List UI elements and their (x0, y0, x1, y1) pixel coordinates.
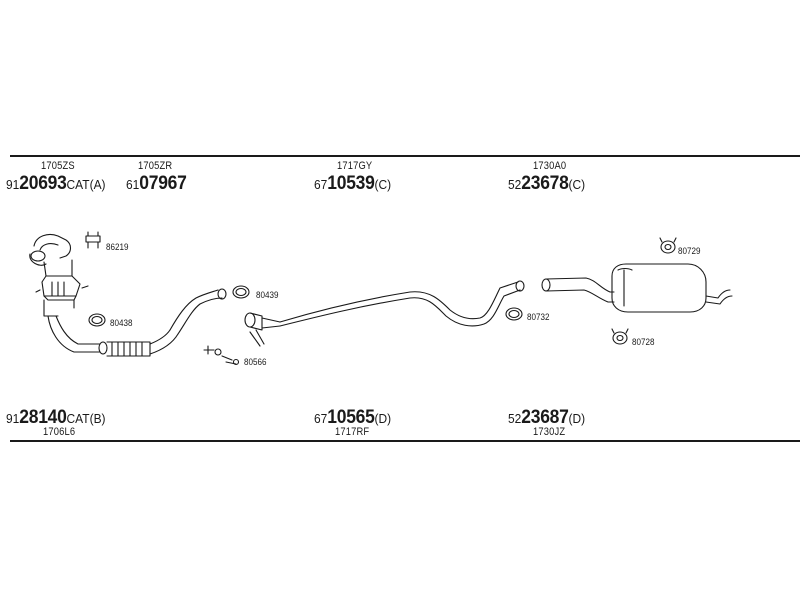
rubber-mount-80728 (611, 328, 629, 345)
part-prefix: 52 (508, 411, 522, 426)
catalytic-converter-b (47, 315, 179, 357)
catalytic-converter-a (29, 233, 89, 317)
part-prefix: 91 (6, 177, 20, 192)
oem-code-1705zs: 1705ZS (41, 160, 75, 172)
part-number-28140: 9128140CAT(B) (6, 407, 106, 429)
fitting-label-80732: 80732 (527, 312, 550, 323)
fitting-label-80566: 80566 (244, 357, 267, 368)
fitting-label-80728: 80728 (632, 337, 655, 348)
part-suffix: (D) (374, 411, 392, 426)
part-main: 07967 (139, 173, 187, 194)
oem-code-1717gy: 1717GY (337, 160, 373, 172)
part-prefix: 67 (314, 177, 328, 192)
part-suffix: (D) (568, 411, 586, 426)
part-suffix: (C) (568, 177, 586, 192)
part-number-07967: 6107967 (126, 173, 187, 195)
top-divider (10, 155, 800, 157)
part-main: 23687 (521, 407, 569, 428)
part-main: 28140 (19, 407, 67, 428)
fitting-label-86219: 86219 (106, 242, 129, 253)
part-number-10565: 6710565(D) (314, 407, 391, 429)
clamp-80439 (232, 285, 250, 299)
part-prefix: 91 (6, 411, 20, 426)
part-prefix: 61 (126, 177, 140, 192)
oem-code-1730a0: 1730A0 (533, 160, 567, 172)
part-number-23678: 5223678(C) (508, 173, 585, 195)
oem-code-1705zr: 1705ZR (138, 160, 173, 172)
part-main: 20693 (19, 173, 67, 194)
fitting-label-80439: 80439 (256, 290, 279, 301)
part-prefix: 67 (314, 411, 328, 426)
part-main: 23678 (521, 173, 569, 194)
oem-code-1730jz: 1730JZ (533, 426, 566, 438)
fitting-label-80729: 80729 (678, 246, 701, 257)
middle-pipe (244, 280, 525, 347)
rubber-mount-80729 (659, 237, 677, 254)
part-number-10539: 6710539(C) (314, 173, 391, 195)
part-main: 10565 (327, 407, 375, 428)
fitting-label-80438: 80438 (110, 318, 133, 329)
part-prefix: 52 (508, 177, 522, 192)
bottom-divider (10, 440, 800, 442)
clamp-86219 (85, 231, 101, 249)
part-number-23687: 5223687(D) (508, 407, 585, 429)
part-number-20693: 9120693CAT(A) (6, 173, 106, 195)
oem-code-1717rf: 1717RF (335, 426, 370, 438)
rear-silencer (541, 263, 733, 313)
part-suffix: CAT(A) (66, 177, 106, 192)
bolts-80566 (203, 345, 240, 366)
oem-code-1706l6: 1706L6 (43, 426, 76, 438)
gasket-80732 (505, 307, 523, 321)
part-suffix: (C) (374, 177, 392, 192)
gasket-80438 (88, 313, 106, 327)
part-main: 10539 (327, 173, 375, 194)
part-suffix: CAT(B) (66, 411, 106, 426)
front-pipe (169, 288, 227, 335)
